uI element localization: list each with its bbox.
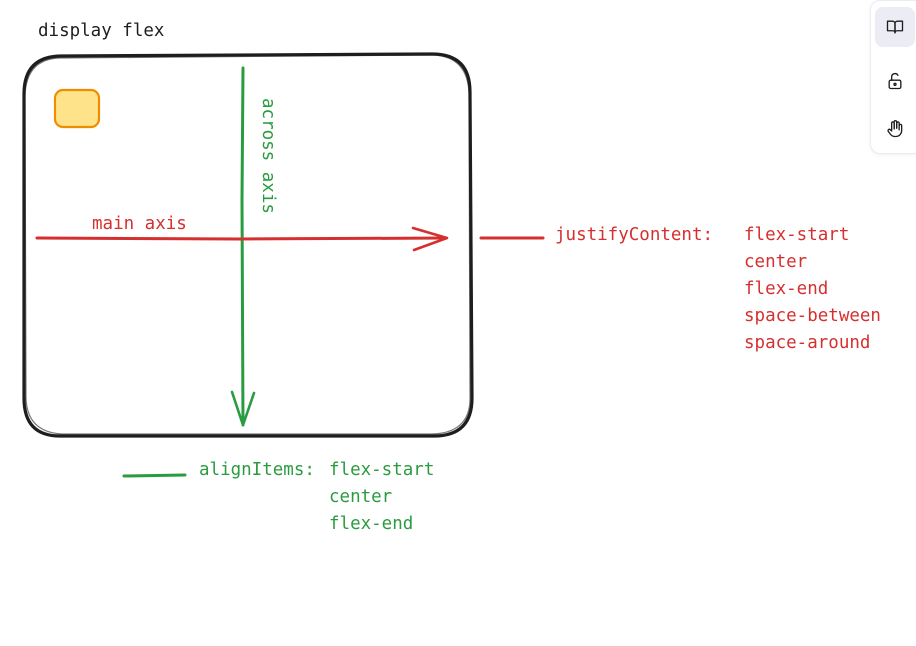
flex-container-box-sketch xyxy=(24,54,471,435)
across-axis-arrow-line[interactable] xyxy=(240,66,245,427)
justify-content-option: space-around xyxy=(744,333,871,353)
side-toolbar xyxy=(870,0,916,154)
align-items-connector[interactable] xyxy=(122,473,187,478)
main-axis-arrowhead xyxy=(411,226,449,252)
main-axis-label[interactable]: main axis xyxy=(92,214,187,234)
main-axis-arrow-line[interactable] xyxy=(35,236,448,241)
justify-content-option: space-between xyxy=(744,306,881,326)
hand-tool-button[interactable] xyxy=(875,109,915,149)
justify-content-label[interactable]: justifyContent: xyxy=(555,225,714,245)
library-button[interactable] xyxy=(875,7,915,47)
align-items-label[interactable]: alignItems: xyxy=(199,460,315,480)
diagram-title[interactable]: display flex xyxy=(38,21,165,41)
justify-content-option: center xyxy=(744,252,808,272)
align-items-option: flex-end xyxy=(329,514,414,534)
unlock-icon xyxy=(888,73,902,90)
across-axis-label[interactable]: across axis xyxy=(258,98,278,214)
align-items-option: center xyxy=(329,487,393,507)
flex-item[interactable] xyxy=(53,88,101,129)
align-items-options[interactable]: flex-start center flex-end xyxy=(329,457,434,538)
lock-button[interactable] xyxy=(875,61,915,101)
hand-icon xyxy=(887,120,903,138)
justify-content-option: flex-end xyxy=(744,279,829,299)
justify-content-option: flex-start xyxy=(744,225,850,245)
justify-content-options[interactable]: flex-start center flex-end space-between… xyxy=(744,222,881,357)
across-axis-arrowhead xyxy=(230,390,256,427)
align-items-option: flex-start xyxy=(329,460,435,480)
book-open-icon xyxy=(886,20,904,34)
flex-container-box[interactable] xyxy=(22,52,474,438)
